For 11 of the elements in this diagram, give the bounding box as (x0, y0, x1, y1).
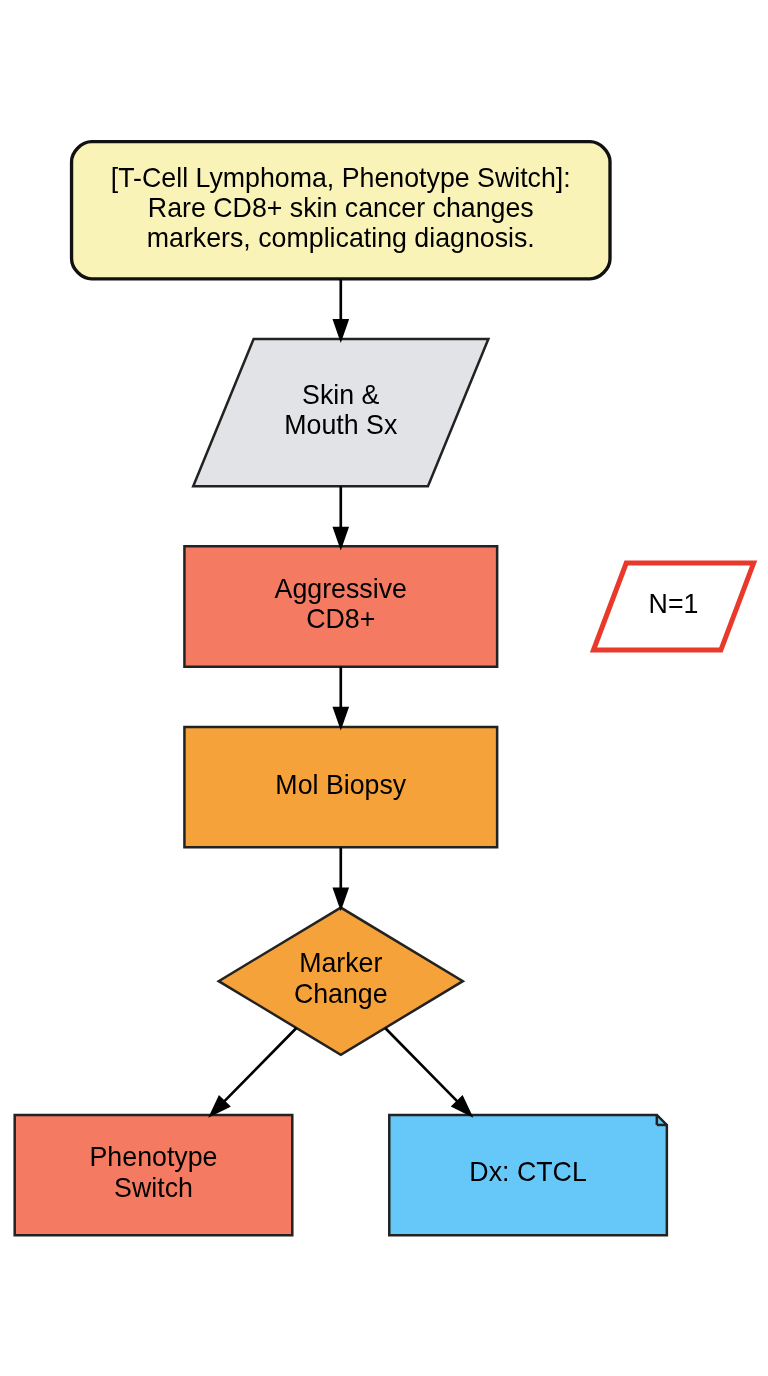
arrow (332, 278, 350, 343)
arrow (332, 666, 350, 730)
node-box: Mol Biopsy (183, 725, 499, 849)
node-box: [T-Cell Lymphoma, Phenotype Switch]: Rare CD8+ skin cancer changes markers, complicating diagnosis. (69, 139, 612, 280)
arrow (384, 1026, 474, 1118)
arrow (332, 485, 350, 550)
node-box: Aggressive CD8+ (183, 544, 499, 668)
arrow (332, 847, 350, 911)
node-diamond: Marker Change (216, 905, 466, 1056)
arrow (208, 1026, 298, 1118)
node-box: Phenotype Switch (13, 1113, 294, 1237)
